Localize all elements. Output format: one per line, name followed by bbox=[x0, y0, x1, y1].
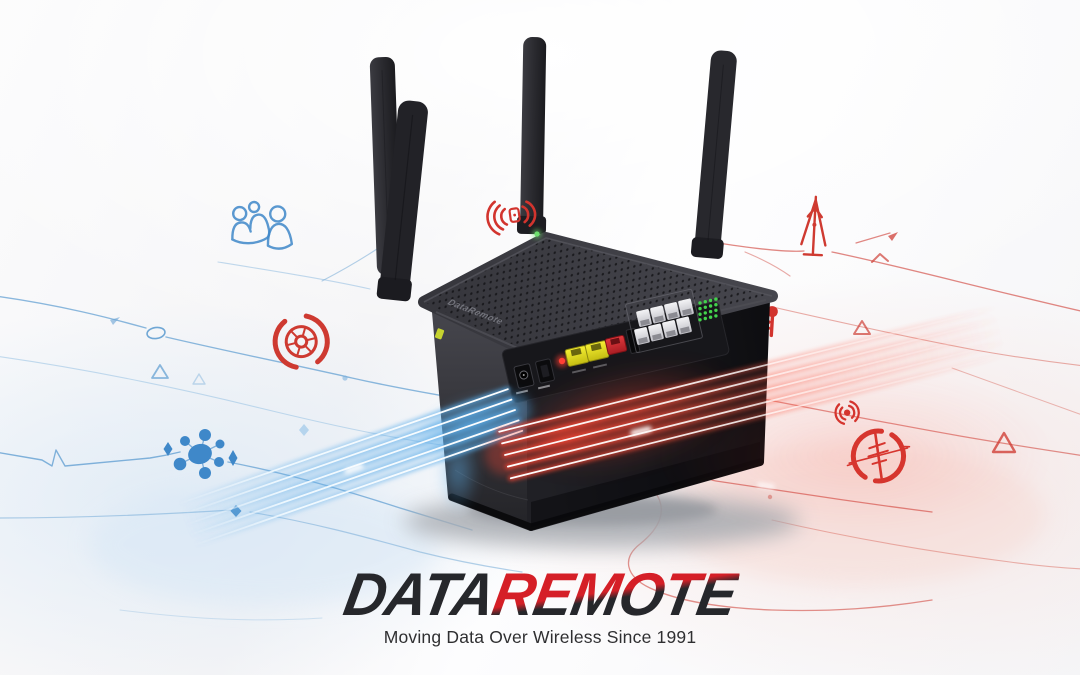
wordmark-data: DATA bbox=[338, 560, 500, 629]
power-jack bbox=[513, 363, 535, 389]
ethernet-silkscreen bbox=[625, 288, 703, 354]
phone-port-yellow-1 bbox=[564, 345, 590, 367]
alert-led-glow bbox=[555, 354, 569, 368]
wordmark-remote: REMOTE bbox=[487, 560, 742, 629]
person-icon bbox=[266, 205, 294, 250]
light-capsule bbox=[344, 463, 364, 474]
molecule-cluster-icon bbox=[163, 429, 238, 479]
people-group-icon bbox=[231, 200, 271, 245]
brand-logo: DATAREMOTE Moving Data Over Wireless Sin… bbox=[0, 561, 1080, 648]
left-circuit-traces bbox=[0, 221, 523, 621]
antenna-connector bbox=[434, 328, 445, 340]
trace-arrow bbox=[888, 232, 898, 241]
top-status-led-glow bbox=[532, 229, 542, 239]
trace-chevron bbox=[871, 253, 889, 263]
router-top-edge-highlight bbox=[423, 237, 773, 303]
antenna-right bbox=[690, 50, 737, 259]
trace-arrow bbox=[110, 317, 120, 325]
trace-triangle bbox=[192, 373, 206, 385]
antenna-mast-icon bbox=[800, 195, 827, 257]
trace-diamond bbox=[299, 424, 309, 436]
outbound-data-beams bbox=[485, 303, 1055, 540]
status-led-grid bbox=[698, 297, 718, 322]
antenna-front-left bbox=[376, 100, 428, 302]
antenna-center bbox=[516, 36, 547, 235]
brand-wordmark: DATAREMOTE bbox=[339, 561, 742, 629]
wifi-signal-icon bbox=[486, 200, 537, 236]
power-switch bbox=[535, 358, 555, 384]
router-top-perforation bbox=[424, 238, 772, 356]
radar-target-icon bbox=[272, 313, 330, 370]
port-labels bbox=[515, 363, 608, 395]
trace-dot bbox=[342, 375, 348, 381]
trace-node-ellipse bbox=[146, 326, 166, 340]
light-capsule bbox=[630, 426, 652, 436]
phone-port-red bbox=[604, 334, 628, 356]
brand-tagline: Moving Data Over Wireless Since 1991 bbox=[383, 627, 697, 647]
ethernet-port-block bbox=[634, 298, 694, 345]
trace-triangle bbox=[853, 320, 871, 335]
phone-port-yellow-2 bbox=[584, 340, 610, 362]
trace-triangle bbox=[151, 364, 169, 379]
